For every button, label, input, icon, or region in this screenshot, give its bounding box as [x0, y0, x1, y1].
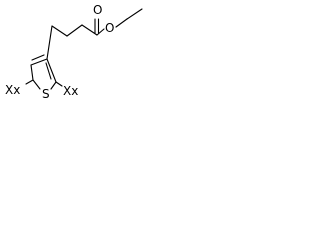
- bond-lines: [25, 8, 143, 90]
- ring-bond-s-c2: [50, 81, 57, 90]
- left-substituent-label: Xx: [5, 83, 20, 97]
- chemical-structure: O O S Xx Xx: [5, 3, 143, 101]
- bond-chain-3: [51, 25, 68, 37]
- bond-left-substituent: [25, 79, 34, 85]
- bond-methyl: [126, 8, 143, 20]
- bond-chain-1: [81, 24, 98, 36]
- ring-bond-c3-c4: [30, 58, 48, 66]
- bond-chain-4: [46, 25, 53, 60]
- ring-bond-c2-c3: [46, 58, 57, 83]
- bond-right-substituent: [55, 81, 63, 87]
- carbonyl-oxygen-label: O: [93, 3, 102, 17]
- bond-ester-o: [96, 28, 105, 36]
- ring-bond-c3-c4-inner: [31, 54, 45, 61]
- right-substituent-label: Xx: [63, 84, 78, 98]
- ring-bond-c2-c3-inner: [45, 62, 52, 80]
- bond-ethyl-ch2: [115, 18, 128, 28]
- ring-bond-c4-c5: [30, 64, 34, 81]
- ring-bond-c5-s: [32, 79, 41, 90]
- sulfur-label: S: [42, 87, 50, 101]
- ester-oxygen-label: O: [105, 21, 114, 35]
- bond-chain-2: [66, 24, 83, 37]
